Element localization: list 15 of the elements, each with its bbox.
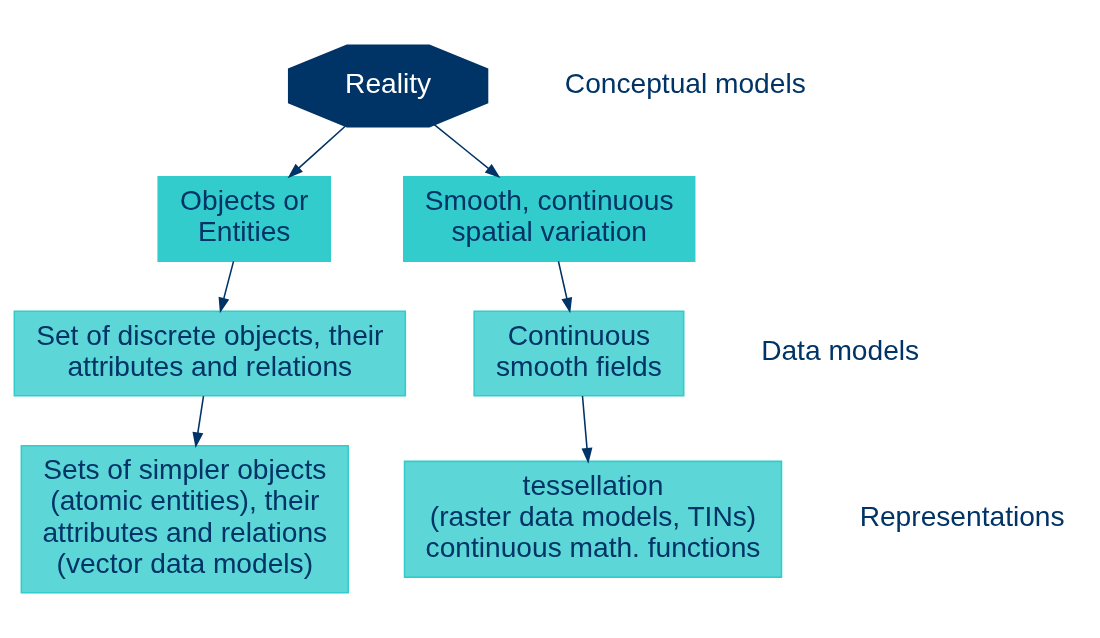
arrow — [287, 125, 346, 179]
arrow — [557, 260, 573, 314]
arrow — [192, 395, 205, 448]
node-box: Objects or Entities — [157, 175, 332, 262]
node-box: Sets of simpler objects (atomic entities), their attributes and relations (vector data models) — [20, 444, 349, 594]
arrow — [581, 395, 593, 464]
arrow — [218, 260, 235, 314]
node-box: Smooth, continuous spatial variation — [403, 175, 696, 262]
node-box: tessellation (raster data models, TINs) continuous math. functions — [403, 460, 783, 578]
label: Data models — [761, 335, 920, 367]
node-box: Set of discrete objects, their attributes and relations — [13, 310, 407, 397]
arrow — [433, 123, 501, 178]
node-box: Continuous smooth fields — [473, 310, 685, 397]
label: Representations — [859, 501, 1065, 533]
label: Conceptual models — [564, 67, 806, 99]
